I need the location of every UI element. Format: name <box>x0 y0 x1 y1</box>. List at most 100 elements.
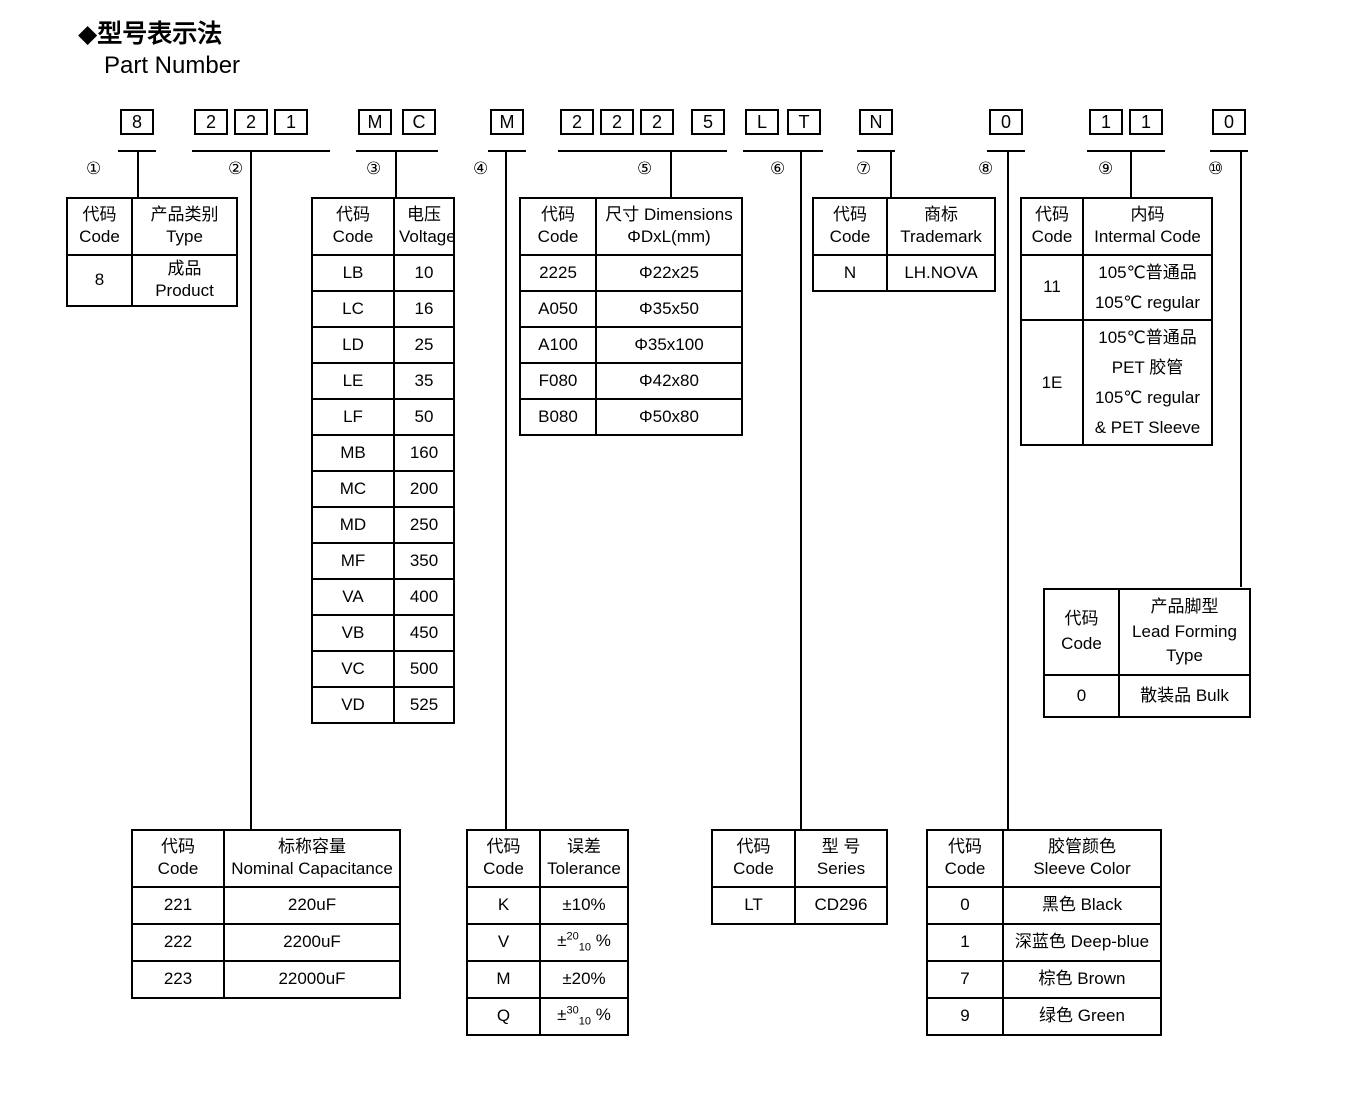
code-box-9-1: 1 <box>1089 109 1123 135</box>
header-code: 代码 Code <box>812 197 888 256</box>
group-bar-10 <box>1210 150 1248 152</box>
table-row: N LH.NOVA <box>812 253 996 292</box>
cell-code: LB <box>311 253 395 292</box>
table-row-header: 代码 Code 误差 Tolerance <box>466 829 629 888</box>
header-series: 型 号 Series <box>794 829 888 888</box>
table-internal-code: 代码 Code 内码 Intermal Code 11 105℃普通品 105℃… <box>1020 197 1213 447</box>
table-row-header: 代码 Code 产品类别 Type <box>66 197 238 256</box>
code-box-2-2: 2 <box>234 109 268 135</box>
table-row-header: 代码 Code 标称容量 Nominal Capacitance <box>131 829 401 888</box>
code-box-7-1: N <box>859 109 893 135</box>
cell-value: 22000uF <box>223 959 401 999</box>
connector-line-7 <box>890 152 892 197</box>
group-marker-2: ② <box>228 159 244 178</box>
table-row-header: 代码 Code 产品脚型 Lead Forming Type <box>1043 588 1251 676</box>
table-row: 0 散装品 Bulk <box>1043 673 1251 718</box>
cell-code: MD <box>311 505 395 544</box>
cell-code: 1E <box>1020 319 1084 447</box>
code-box-4-1: M <box>490 109 524 135</box>
table-row: Q ±3010 % <box>466 996 629 1036</box>
code-box-5-4: 5 <box>691 109 725 135</box>
cell-code: LT <box>711 885 796 925</box>
header-code: 代码 Code <box>131 829 225 888</box>
header-code: 代码 Code <box>1043 588 1120 676</box>
cell-value: 棕色 Brown <box>1002 959 1162 999</box>
cell-code: K <box>466 885 541 925</box>
cell-code: MB <box>311 433 395 472</box>
cell-code: 7 <box>926 959 1004 999</box>
header-internal-code: 内码 Intermal Code <box>1082 197 1213 256</box>
header-code: 代码 Code <box>519 197 597 256</box>
code-box-5-3: 2 <box>640 109 674 135</box>
cell-value: 250 <box>393 505 455 544</box>
cell-value: 525 <box>393 685 455 724</box>
cell-value: 2200uF <box>223 922 401 962</box>
table-row-header: 代码 Code 型 号 Series <box>711 829 888 888</box>
cell-code: 0 <box>926 885 1004 925</box>
cell-value: 深蓝色 Deep-blue <box>1002 922 1162 962</box>
header-code: 代码 Code <box>311 197 395 256</box>
cell-code: LD <box>311 325 395 364</box>
table-row: 8 成品 Product <box>66 253 238 307</box>
group-bar-3 <box>356 150 438 152</box>
table-row: 11 105℃普通品 105℃ regular <box>1020 253 1213 322</box>
page-title-cn: ◆型号表示法 <box>78 20 223 48</box>
cell-code: VD <box>311 685 395 724</box>
group-marker-6: ⑥ <box>770 159 786 178</box>
group-bar-9 <box>1087 150 1165 152</box>
header-code: 代码 Code <box>466 829 541 888</box>
cell-value: 散装品 Bulk <box>1118 673 1251 718</box>
page-title-en: Part Number <box>104 52 241 79</box>
cell-code: 9 <box>926 996 1004 1036</box>
connector-line-9 <box>1130 152 1132 197</box>
group-marker-10: ⑩ <box>1208 159 1224 178</box>
cell-code: B080 <box>519 397 597 436</box>
table-row: V ±2010 % <box>466 922 629 962</box>
code-box-6-2: T <box>787 109 821 135</box>
cell-value: Φ42x80 <box>595 361 743 400</box>
table-row: M ±20% <box>466 959 629 999</box>
group-marker-7: ⑦ <box>856 159 872 178</box>
header-trademark: 商标 Trademark <box>886 197 996 256</box>
cell-value: 35 <box>393 361 455 400</box>
cell-code: 8 <box>66 253 133 307</box>
cell-value-fraction: ±3010 % <box>539 996 629 1036</box>
group-bar-7 <box>857 150 895 152</box>
cell-code: LE <box>311 361 395 400</box>
cell-value: 350 <box>393 541 455 580</box>
cell-value: Φ50x80 <box>595 397 743 436</box>
connector-line-2 <box>250 152 252 830</box>
connector-line-6 <box>800 152 802 830</box>
group-bar-2 <box>192 150 330 152</box>
cell-value: 16 <box>393 289 455 328</box>
cell-value: 220uF <box>223 885 401 925</box>
cell-code: 1 <box>926 922 1004 962</box>
cell-value: 200 <box>393 469 455 508</box>
code-box-5-1: 2 <box>560 109 594 135</box>
cell-code: A100 <box>519 325 597 364</box>
cell-value: 25 <box>393 325 455 364</box>
group-marker-5: ⑤ <box>637 159 653 178</box>
cell-code: Q <box>466 996 541 1036</box>
code-box-6-1: L <box>745 109 779 135</box>
header-tolerance: 误差 Tolerance <box>539 829 629 888</box>
header-code: 代码 Code <box>66 197 133 256</box>
cell-code: 2225 <box>519 253 597 292</box>
cell-code: 11 <box>1020 253 1084 322</box>
group-marker-8: ⑧ <box>978 159 994 178</box>
table-series: 代码 Code 型 号 Series LT CD296 <box>711 829 888 925</box>
cell-value: 10 <box>393 253 455 292</box>
